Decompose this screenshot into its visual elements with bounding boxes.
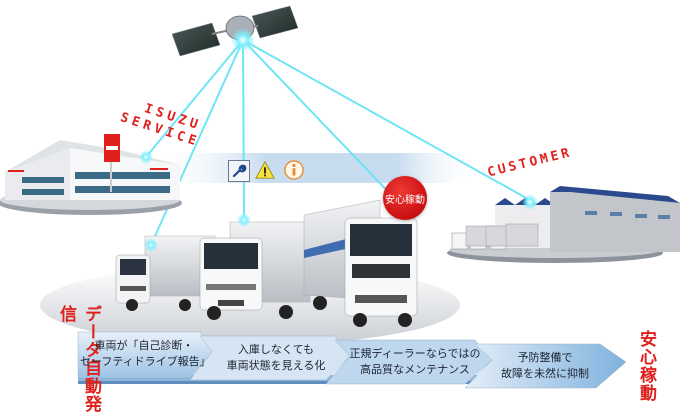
isuzu-service-building xyxy=(0,134,182,215)
step-visualize-condition: 入庫しなくても車両状態を見える化 xyxy=(212,337,340,379)
wrench-icon xyxy=(228,160,250,182)
large-truck xyxy=(303,199,418,327)
step-4-line-2: 故障を未然に抑制 xyxy=(501,367,589,380)
step-3-line-2: 高品質なメンテナンス xyxy=(360,363,470,376)
step-4-line-1: 予防整備で xyxy=(517,351,573,364)
step-1-line-1: 車両が「自己診断・ xyxy=(94,339,194,352)
step-dealer-maintenance: 正規ディーラーならではの高品質なメンテナンス xyxy=(345,341,485,383)
data-beams xyxy=(145,39,538,246)
safe-operation-badge: 安心稼動 xyxy=(383,176,427,220)
customer-warehouse xyxy=(447,186,680,263)
info-icon xyxy=(284,160,304,180)
process-flow-arrows xyxy=(77,331,627,389)
satellite xyxy=(171,5,299,57)
auto-data-transmission-label: データ自動発信 xyxy=(56,305,101,413)
step-2-line-1: 入庫しなくても xyxy=(237,343,315,356)
medium-truck xyxy=(199,213,311,320)
safe-operation-label: 安心稼動 xyxy=(636,330,656,402)
step-1-line-2: セーフティドライブ報告」 xyxy=(80,355,211,368)
step-2-line-2: 車両状態を見える化 xyxy=(226,359,326,372)
step-preventive-maintenance: 予防整備で故障を未然に抑制 xyxy=(485,345,605,387)
step-3-line-1: 正規ディーラーならではの xyxy=(349,347,481,360)
warning-icon xyxy=(255,160,275,180)
step-self-diagnosis: 車両が「自己診断・セーフティドライブ報告」 xyxy=(80,333,211,375)
status-band xyxy=(150,153,480,183)
